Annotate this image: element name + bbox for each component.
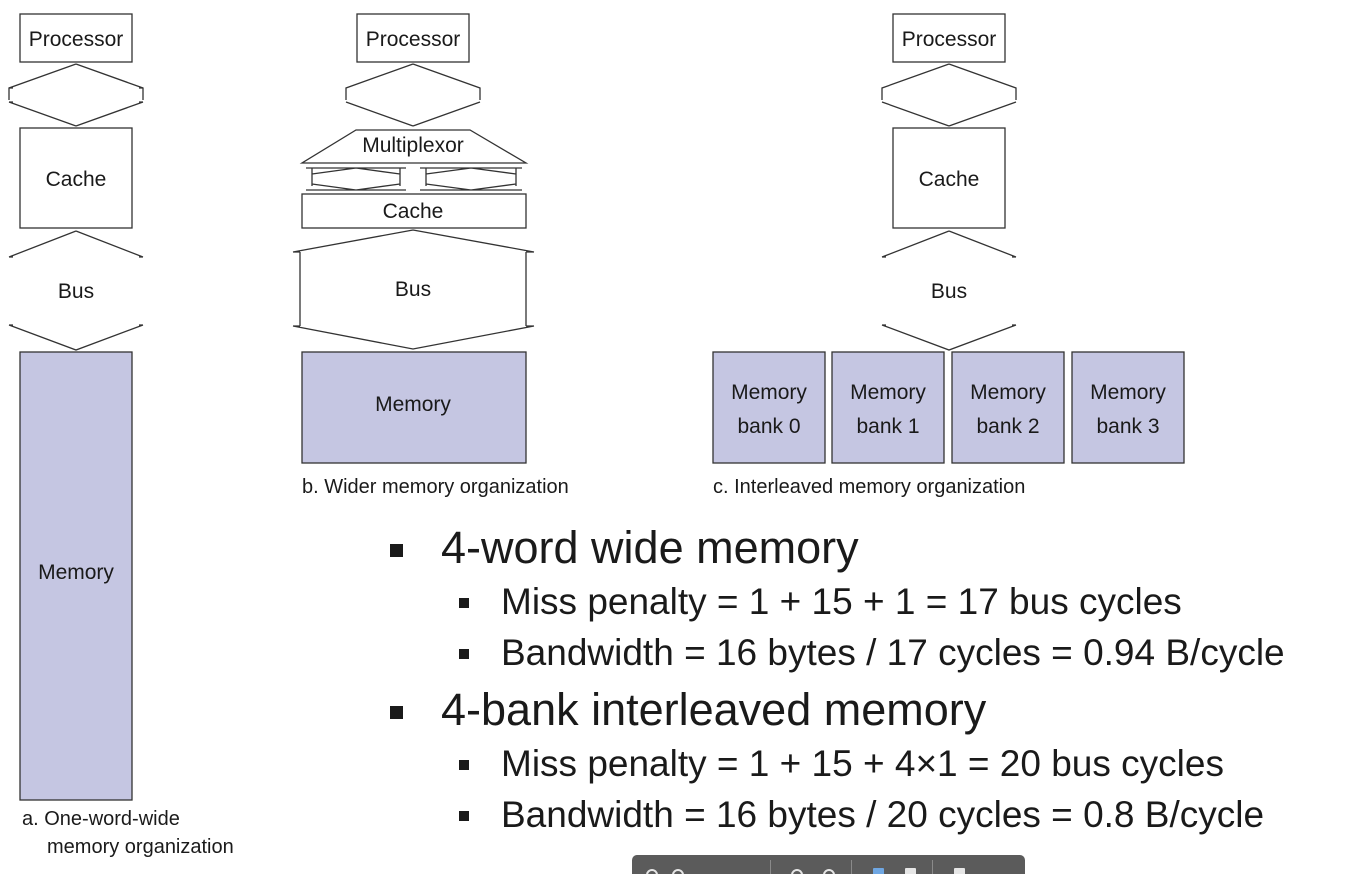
zoom-in-icon[interactable]: [817, 855, 841, 874]
square-bullet-icon: [459, 598, 469, 608]
sub-bullet-item: Bandwidth = 16 bytes / 20 cycles = 0.8 B…: [386, 789, 1346, 840]
c-memory-bank-1: [831, 351, 945, 464]
c-caption: c. Interleaved memory organization: [713, 476, 1026, 498]
c-memory-bank-2: [951, 351, 1065, 464]
bullet-item: 4-bank interleaved memory: [386, 682, 1346, 738]
toolbar-separator: [770, 860, 771, 874]
a-cache-box: [19, 127, 133, 229]
sub-bullet-item: Miss penalty = 1 + 15 + 4×1 = 20 bus cyc…: [386, 738, 1346, 789]
bullet-text: 4-bank interleaved memory: [441, 684, 987, 735]
square-bullet-icon: [390, 706, 403, 719]
b-memory-label: Memory: [375, 393, 451, 416]
square-bullet-icon: [459, 811, 469, 821]
b-bus-shape: [292, 229, 535, 350]
sub-bullet-item: Bandwidth = 16 bytes / 17 cycles = 0.94 …: [386, 627, 1346, 678]
c-bank-2-label-line2: bank 2: [976, 415, 1039, 438]
c-bank-0-label-line2: bank 0: [737, 415, 800, 438]
zoom-out-icon[interactable]: [785, 855, 809, 874]
b-processor-mux-link: [345, 63, 481, 127]
sub-bullet-text: Bandwidth = 16 bytes / 20 cycles = 0.8 B…: [501, 794, 1265, 835]
sub-bullet-text: Miss penalty = 1 + 15 + 1 = 17 bus cycle…: [501, 581, 1182, 622]
sub-bullet-text: Bandwidth = 16 bytes / 17 cycles = 0.94 …: [501, 632, 1285, 673]
c-processor-cache-link: [881, 63, 1017, 127]
grid-icon[interactable]: [947, 855, 971, 874]
viewer-toolbar: [632, 855, 1025, 874]
c-bank-1-label-line1: Memory: [850, 381, 926, 404]
b-cache-label: Cache: [383, 200, 444, 223]
b-processor-label: Processor: [366, 28, 461, 51]
sub-bullet-text: Miss penalty = 1 + 15 + 4×1 = 20 bus cyc…: [501, 743, 1224, 784]
bullet-text: 4-word wide memory: [441, 522, 859, 573]
a-bus-label: Bus: [58, 280, 94, 303]
c-processor-box: [892, 13, 1006, 63]
c-bus-label: Bus: [931, 280, 967, 303]
c-bank-2-label-line1: Memory: [970, 381, 1046, 404]
c-bank-1-label-line2: bank 1: [856, 415, 919, 438]
c-cache-label: Cache: [919, 168, 980, 191]
c-bank-3-label-line2: bank 3: [1096, 415, 1159, 438]
square-bullet-icon: [459, 649, 469, 659]
prev-page-icon[interactable]: [640, 855, 664, 874]
c-cache-box: [892, 127, 1006, 229]
b-bus-label: Bus: [395, 278, 431, 301]
a-processor-box: [19, 13, 133, 63]
a-bus-shape: [8, 230, 144, 351]
sub-bullet-item: Miss penalty = 1 + 15 + 1 = 17 bus cycle…: [386, 576, 1346, 627]
b-processor-box: [356, 13, 470, 63]
b-mux-cache-link-right: [420, 167, 522, 191]
square-bullet-icon: [459, 760, 469, 770]
a-memory-box: [19, 351, 133, 801]
a-processor-cache-link: [8, 63, 144, 127]
c-memory-bank-0: [712, 351, 826, 464]
c-bank-0-label-line1: Memory: [731, 381, 807, 404]
b-multiplexor-shape: [299, 129, 529, 164]
c-bus-shape: [881, 230, 1017, 351]
c-memory-bank-3: [1071, 351, 1185, 464]
toolbar-separator: [851, 860, 852, 874]
next-page-icon[interactable]: [666, 855, 690, 874]
page-view-icon[interactable]: [866, 855, 890, 874]
bullet-item: 4-word wide memory: [386, 520, 1346, 576]
square-bullet-icon: [390, 544, 403, 557]
c-bank-3-label-line1: Memory: [1090, 381, 1166, 404]
c-processor-label: Processor: [902, 28, 997, 51]
export-icon[interactable]: [898, 855, 922, 874]
b-caption: b. Wider memory organization: [302, 476, 569, 498]
b-mux-cache-link-left: [306, 167, 406, 191]
b-memory-box: [301, 351, 527, 464]
b-cache-box: [301, 193, 527, 229]
a-caption-line1: a. One-word-wide: [22, 808, 180, 830]
a-cache-label: Cache: [46, 168, 107, 191]
toolbar-separator: [932, 860, 933, 874]
bullet-list: 4-word wide memory Miss penalty = 1 + 15…: [386, 520, 1346, 840]
b-multiplexor-label: Multiplexor: [362, 134, 464, 157]
a-processor-label: Processor: [29, 28, 124, 51]
a-memory-label: Memory: [38, 561, 114, 584]
a-caption-line2: memory organization: [47, 836, 234, 858]
